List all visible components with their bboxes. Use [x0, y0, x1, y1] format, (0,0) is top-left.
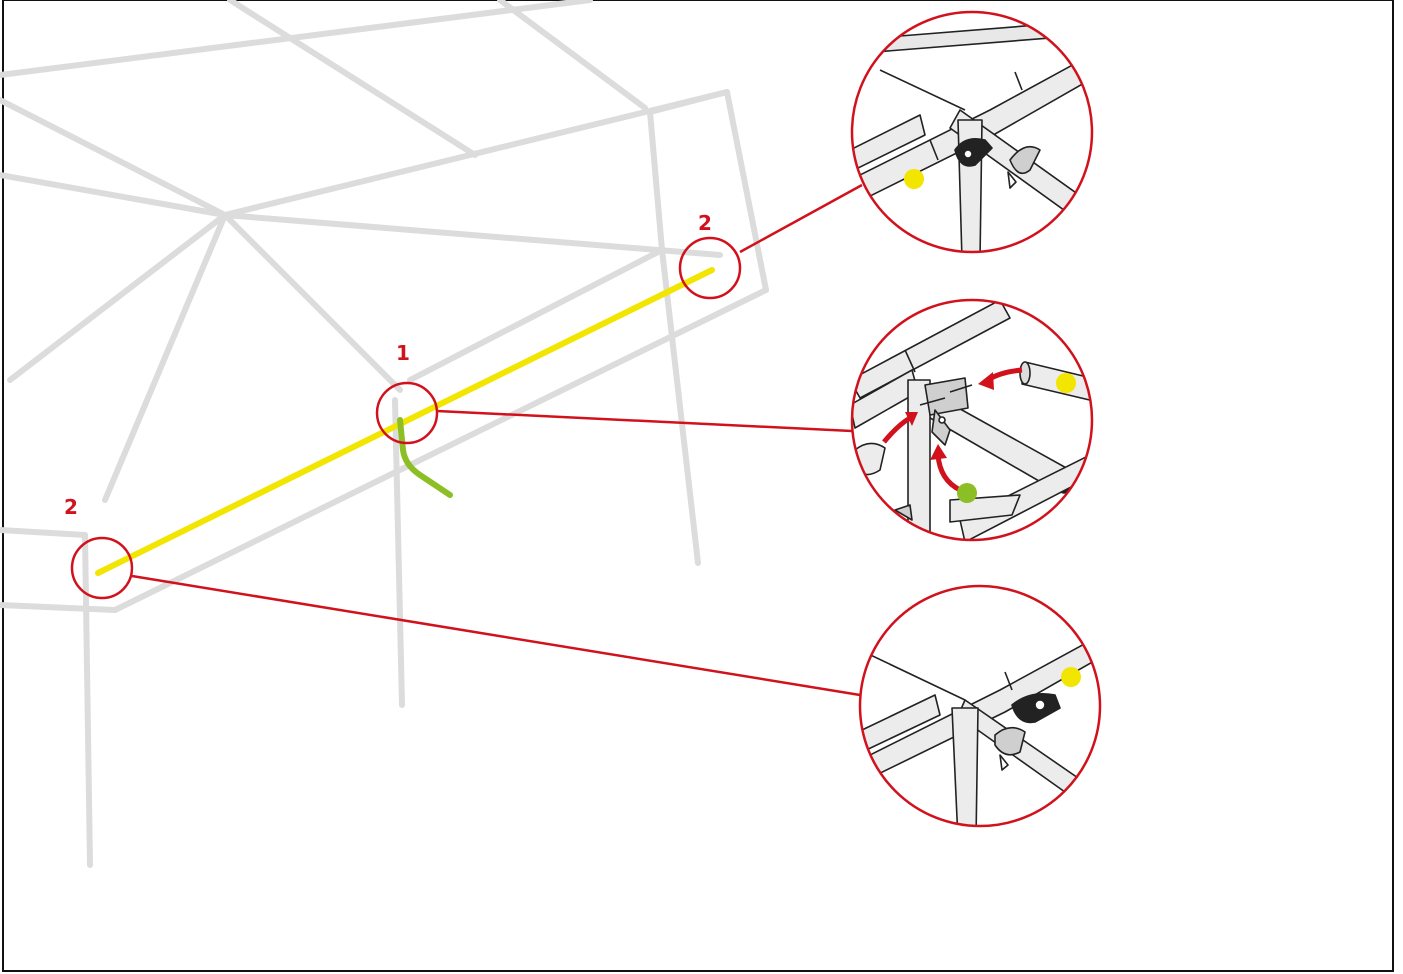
callout-circle-1[interactable] — [375, 381, 439, 445]
red-arrow — [935, 454, 962, 493]
detail-circle-top — [850, 10, 1094, 254]
bolt-icon — [999, 754, 1009, 771]
leader-line-mid — [436, 409, 853, 433]
yellow-dot — [904, 169, 924, 189]
green-dot — [957, 483, 977, 503]
callout-circle-2-left[interactable] — [70, 536, 134, 600]
red-arrow — [882, 415, 912, 444]
detail-circle-bottom — [858, 584, 1102, 828]
yellow-dot — [1056, 373, 1076, 393]
bolt-icon — [1007, 171, 1017, 189]
clamp-icon — [954, 137, 993, 167]
highlighted-beam — [95, 267, 715, 576]
leader-line-top — [739, 183, 863, 254]
callout-circle-2-right[interactable] — [678, 236, 742, 300]
detail-view-top — [850, 10, 1094, 254]
callout-number-2-left: 2 — [64, 495, 78, 519]
detail-view-bottom — [858, 584, 1102, 828]
yellow-dot — [1061, 667, 1081, 687]
callout-number-1: 1 — [396, 341, 410, 365]
detail-circle-middle — [850, 298, 1094, 542]
leader-line-bottom — [131, 574, 861, 697]
green-crossbar — [397, 417, 453, 498]
detail-view-middle — [850, 298, 1094, 542]
callout-number-2-right: 2 — [698, 211, 712, 235]
tent-frame — [0, 0, 769, 868]
